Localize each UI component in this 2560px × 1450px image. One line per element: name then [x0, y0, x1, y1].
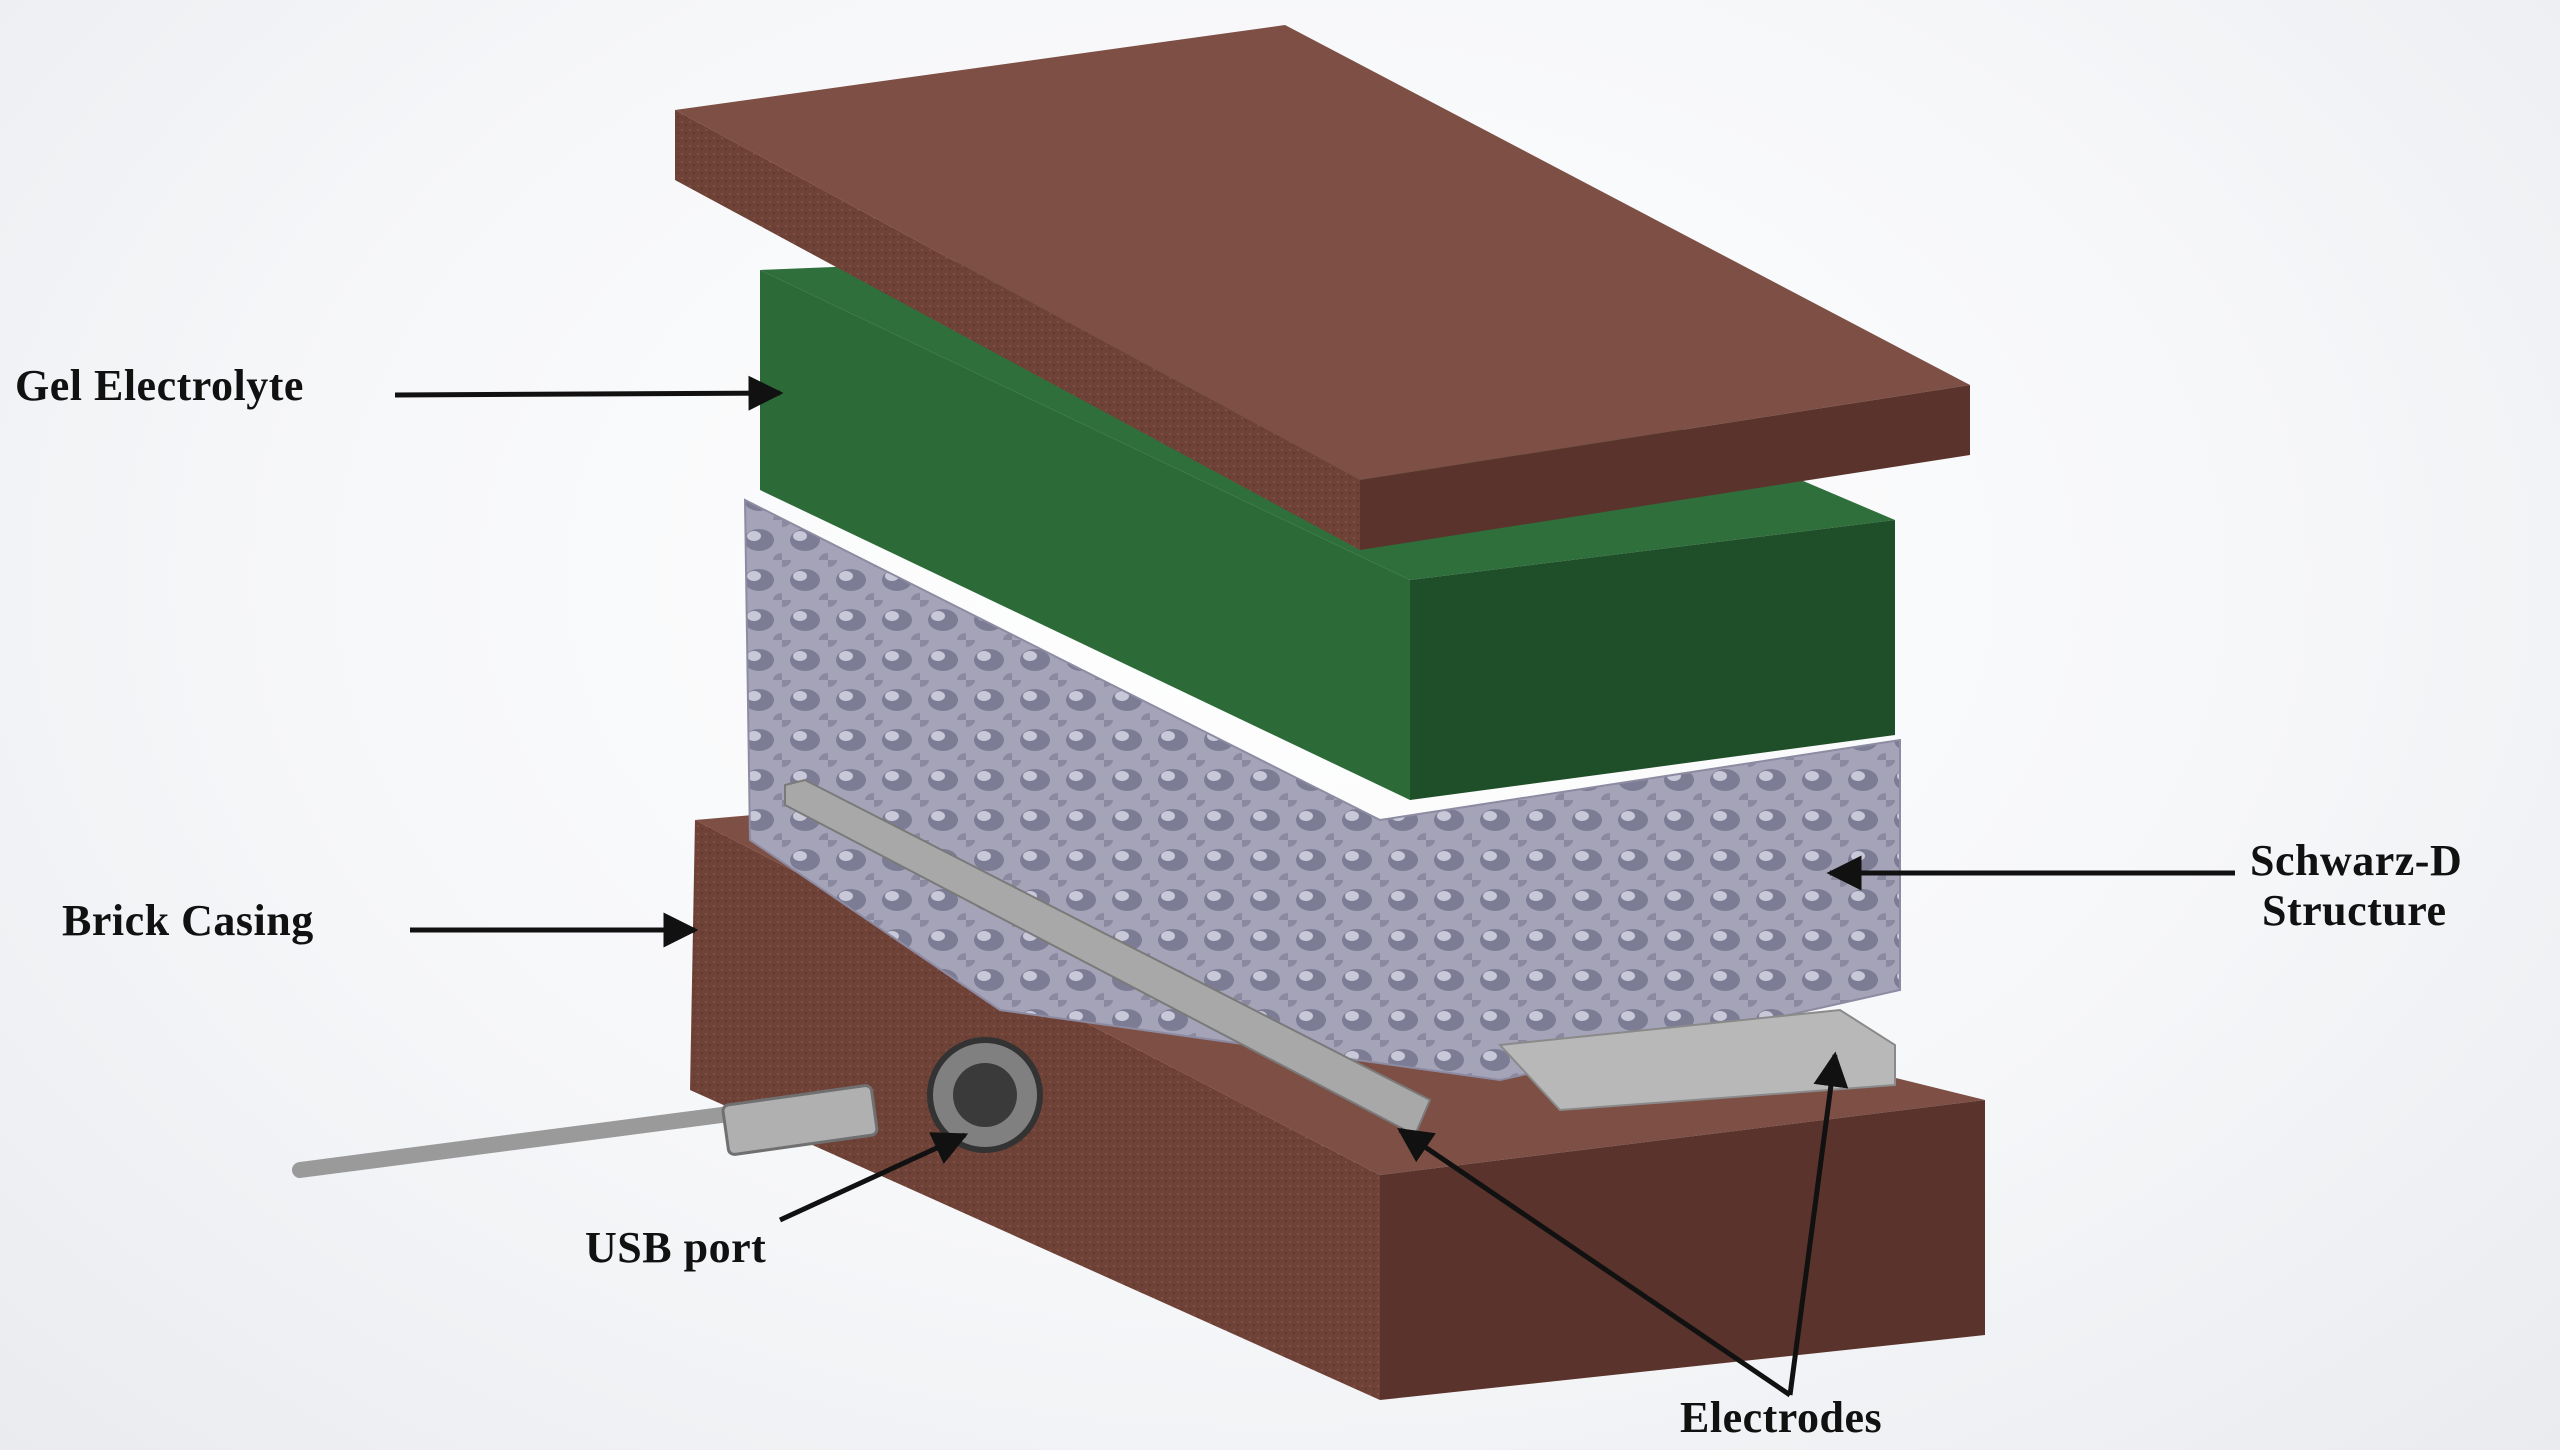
brick-plate-side-face — [1360, 385, 1970, 550]
arrow-gel-electrolyte — [394, 375, 784, 411]
arrow-electrode-right — [1787, 1051, 1849, 1396]
arrow-electrode-left — [1397, 1127, 1792, 1398]
brick-top-plate — [675, 25, 1970, 550]
gel-side-face — [1410, 520, 1895, 800]
label-schwarz-d-line2: Structure — [2262, 886, 2447, 935]
electrodes — [784, 778, 1896, 1137]
usb-port-center — [953, 1063, 1017, 1127]
label-gel-electrolyte: Gel Electrolyte — [15, 361, 304, 410]
gel-front-face — [760, 270, 1410, 800]
usb-cable — [292, 1102, 768, 1178]
label-schwarz-d-line1: Schwarz-D — [2250, 836, 2462, 885]
usb-plug — [721, 1084, 879, 1156]
brick-base-side-face — [1380, 1100, 1985, 1400]
label-electrodes: Electrodes — [1680, 1393, 1882, 1442]
label-brick-casing: Brick Casing — [62, 896, 314, 945]
electrode-right — [1497, 1008, 1896, 1112]
labels: Gel Electrolyte Brick Casing Schwarz-D S… — [15, 361, 2462, 1442]
arrow-usb-port — [778, 1132, 969, 1223]
usb-assembly — [292, 1037, 1043, 1178]
annotation-arrows — [394, 375, 2235, 1398]
brick-plate-front-face — [675, 110, 1360, 550]
label-usb-port: USB port — [585, 1223, 766, 1272]
brick-plate-top-face — [675, 25, 1970, 480]
electrode-left — [784, 778, 1432, 1137]
